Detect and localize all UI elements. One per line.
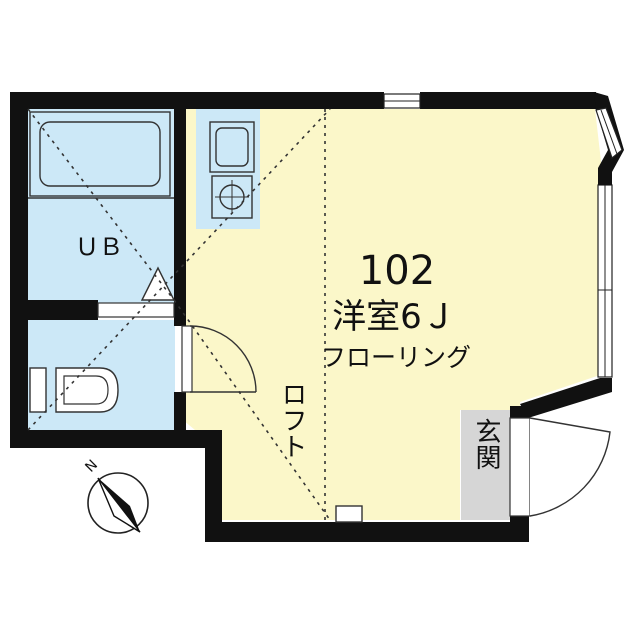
- loft-outline: [27, 108, 331, 521]
- compass: N: [82, 457, 149, 534]
- bathtub: [29, 111, 171, 197]
- entrance-label: 玄関: [471, 418, 501, 470]
- unit-bath-label: ＵＢ: [75, 233, 123, 261]
- loft-label: ロフト: [277, 381, 307, 459]
- unit-bath-area: [28, 109, 175, 306]
- toilet-door: [181, 325, 257, 393]
- floor-type: フローリング: [321, 343, 471, 372]
- top-window: [383, 93, 421, 109]
- storage-box: [335, 505, 363, 523]
- room-type: 洋室6Ｊ: [332, 297, 456, 337]
- kitchen-sink: [209, 121, 255, 173]
- entrance-area: [461, 410, 511, 520]
- compass-north-label: N: [82, 457, 101, 476]
- room-number: 102: [359, 248, 435, 294]
- kitchen-area: [196, 109, 260, 229]
- entrance-door: [509, 417, 611, 517]
- upper-right-window: [595, 107, 623, 160]
- western-room-area: [183, 109, 602, 520]
- stove-burner: [211, 175, 253, 219]
- bath-sliding-door: [97, 302, 175, 318]
- toilet: [29, 367, 119, 413]
- right-window: [597, 168, 613, 378]
